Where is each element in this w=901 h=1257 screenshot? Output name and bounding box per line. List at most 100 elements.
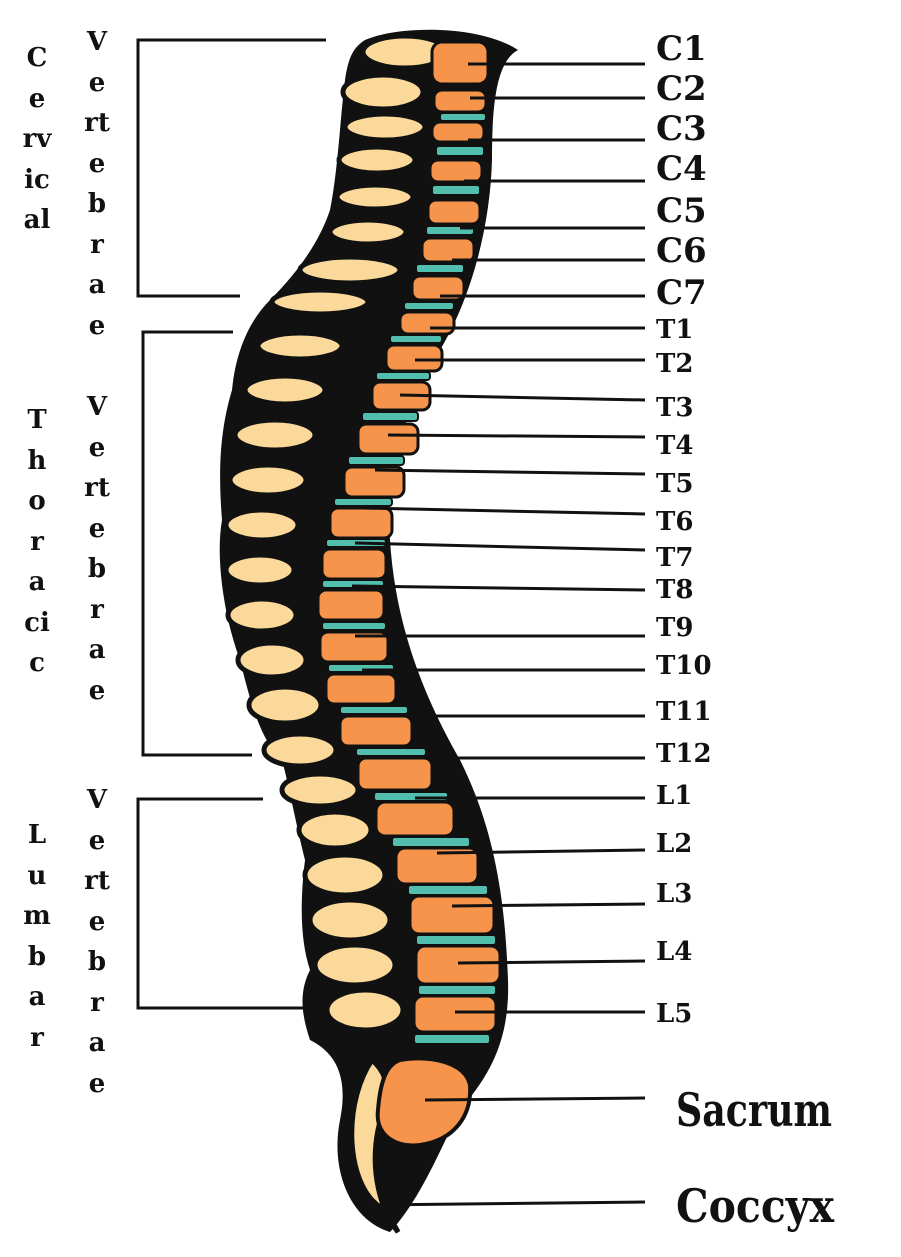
- disc-l1-l2: [391, 836, 471, 848]
- body-c4: [428, 158, 484, 184]
- region-brackets: [136, 38, 326, 1010]
- label-t8: T8: [656, 575, 693, 605]
- body-t9: [318, 630, 390, 664]
- process-l2: [302, 852, 388, 898]
- body-l3: [408, 894, 496, 936]
- label-coccyx: Coccyx: [676, 1179, 835, 1233]
- label-t9: T9: [656, 613, 693, 643]
- vertebrae-label-lumbar: Vertebrae: [84, 785, 110, 1099]
- vertebra-labels: C1 C2 C3 C4 C5 C6 C7: [656, 29, 707, 313]
- leader-coccyx: [371, 1200, 646, 1207]
- vertebrae-label-thoracic: Vertebrae: [84, 392, 110, 706]
- label-c2: C2: [656, 69, 707, 109]
- leader-l4: [457, 959, 646, 965]
- disc-c2-c3: [439, 112, 487, 122]
- label-c1: C1: [656, 29, 707, 69]
- leader-t5: [374, 468, 646, 476]
- body-t7: [320, 547, 388, 581]
- leader-t8: [351, 584, 646, 592]
- body-t11: [338, 714, 414, 748]
- pelvic-labels: Sacrum Coccyx: [676, 1083, 835, 1233]
- process-t10: [246, 684, 324, 726]
- body-l5: [412, 994, 498, 1034]
- disc-t8-t9: [321, 621, 387, 631]
- label-l3: L3: [656, 879, 692, 909]
- label-c6: C6: [656, 231, 707, 271]
- body-t1: [398, 310, 456, 336]
- process-t1: [269, 287, 371, 317]
- label-t6: T6: [656, 507, 693, 537]
- label-t11: T11: [656, 697, 712, 727]
- label-l5: L5: [656, 999, 692, 1029]
- disc-c6-c7: [415, 263, 465, 274]
- disc-t4-t5: [347, 455, 405, 466]
- disc-t10-t11: [339, 705, 409, 715]
- disc-t3-t4: [361, 411, 419, 422]
- disc-l3-l4: [415, 934, 497, 946]
- body-c5: [426, 198, 482, 226]
- label-c7: C7: [656, 273, 707, 313]
- process-t4: [232, 417, 318, 453]
- disc-l5-s1: [413, 1033, 491, 1045]
- leader-lines: [351, 62, 646, 1207]
- label-l4: L4: [656, 937, 692, 967]
- process-c2: [340, 72, 426, 112]
- disc-t1-t2: [389, 334, 443, 344]
- disc-t5-t6: [333, 497, 393, 507]
- leader-sacrum: [424, 1096, 646, 1102]
- process-t12: [279, 771, 361, 809]
- lumbar-bracket: [136, 797, 310, 1010]
- label-c3: C3: [656, 109, 707, 149]
- process-t8: [225, 596, 299, 634]
- process-l3: [307, 897, 393, 943]
- leader-t6: [361, 506, 646, 516]
- process-c3: [342, 111, 428, 143]
- body-t4: [356, 422, 420, 456]
- body-t8: [316, 588, 386, 622]
- sacrum-bone: [375, 1056, 473, 1148]
- disc-l2-l3: [407, 884, 489, 896]
- process-l1: [296, 809, 374, 851]
- process-c5: [334, 182, 416, 212]
- disc-c4-c5: [431, 184, 481, 196]
- disc-c7-t1: [403, 301, 455, 311]
- cervical-label: Cervical: [22, 43, 52, 235]
- process-t7: [223, 552, 297, 588]
- process-t9: [235, 640, 309, 680]
- thoracic-bracket: [141, 330, 252, 757]
- vertebral-processes: [223, 33, 450, 1033]
- label-t2: T2: [656, 349, 693, 379]
- lumbar-label: Lumbar: [23, 820, 51, 1053]
- leader-l2: [436, 848, 646, 855]
- leader-l3: [451, 902, 646, 908]
- disc-t11-t12: [355, 747, 427, 757]
- thoracic-lumbar-labels: T1 T2 T3 T4 T5 T6 T7 T8 T9 T10 T11 T12 L…: [656, 315, 712, 1029]
- body-l1: [374, 800, 456, 838]
- body-c7: [410, 274, 466, 302]
- label-t7: T7: [656, 543, 693, 573]
- thoracic-label: Thoracic: [24, 405, 50, 678]
- label-sacrum: Sacrum: [676, 1083, 832, 1137]
- label-t10: T10: [656, 651, 712, 681]
- disc-c3-c4: [435, 145, 485, 157]
- vertebrae-label-cervical: Vertebrae: [84, 27, 110, 341]
- process-c7: [297, 254, 403, 286]
- body-c6: [420, 236, 476, 264]
- process-t11: [261, 731, 339, 769]
- process-c6: [327, 217, 409, 247]
- label-t3: T3: [656, 393, 693, 423]
- label-t1: T1: [656, 315, 693, 345]
- label-c5: C5: [656, 191, 707, 231]
- body-t10: [324, 672, 398, 706]
- process-t3: [242, 373, 328, 407]
- label-t12: T12: [656, 739, 712, 769]
- process-c4: [336, 144, 418, 176]
- leader-t4: [387, 433, 646, 439]
- body-t6: [328, 506, 394, 540]
- body-t12: [356, 756, 434, 792]
- process-t2: [255, 330, 345, 362]
- process-l5: [324, 987, 406, 1033]
- label-l2: L2: [656, 829, 692, 859]
- label-l1: L1: [656, 781, 692, 811]
